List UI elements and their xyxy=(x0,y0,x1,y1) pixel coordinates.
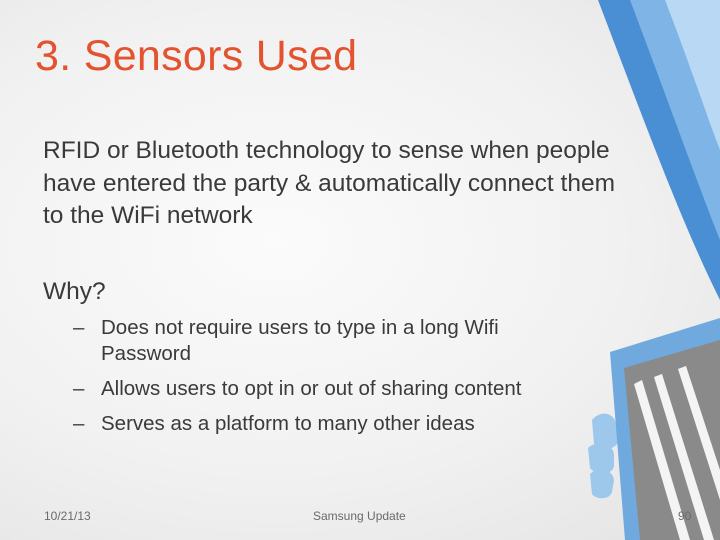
bullet-text: Allows users to opt in or out of sharing… xyxy=(101,377,522,400)
bullet-dash: – xyxy=(73,412,85,435)
list-item: – Serves as a platform to many other ide… xyxy=(73,411,593,437)
hand-finger xyxy=(590,469,614,499)
subheading-why: Why? xyxy=(43,278,106,305)
bullet-dash: – xyxy=(73,316,85,339)
screen-stripe xyxy=(678,366,720,500)
tablet-hand-graphic xyxy=(588,318,720,540)
bullet-text: Does not require users to type in a long… xyxy=(101,316,499,365)
bullet-dash: – xyxy=(73,377,85,400)
hand-finger xyxy=(592,413,618,449)
screen-stripe xyxy=(654,374,714,540)
footer-page-number: 90 xyxy=(678,509,692,523)
blue-swoosh-pale xyxy=(665,0,720,150)
slide-title: 3. Sensors Used xyxy=(35,32,358,80)
body-paragraph: RFID or Bluetooth technology to sense wh… xyxy=(43,137,615,229)
bullet-text: Serves as a platform to many other ideas xyxy=(101,412,475,435)
hand-finger xyxy=(588,443,614,474)
footer-title: Samsung Update xyxy=(313,509,406,523)
list-item: – Does not require users to type in a lo… xyxy=(73,315,593,367)
bullet-list: – Does not require users to type in a lo… xyxy=(73,315,593,446)
list-item: – Allows users to opt in or out of shari… xyxy=(73,376,593,402)
footer-date: 10/21/13 xyxy=(44,509,91,523)
screen-stripe xyxy=(634,380,690,540)
